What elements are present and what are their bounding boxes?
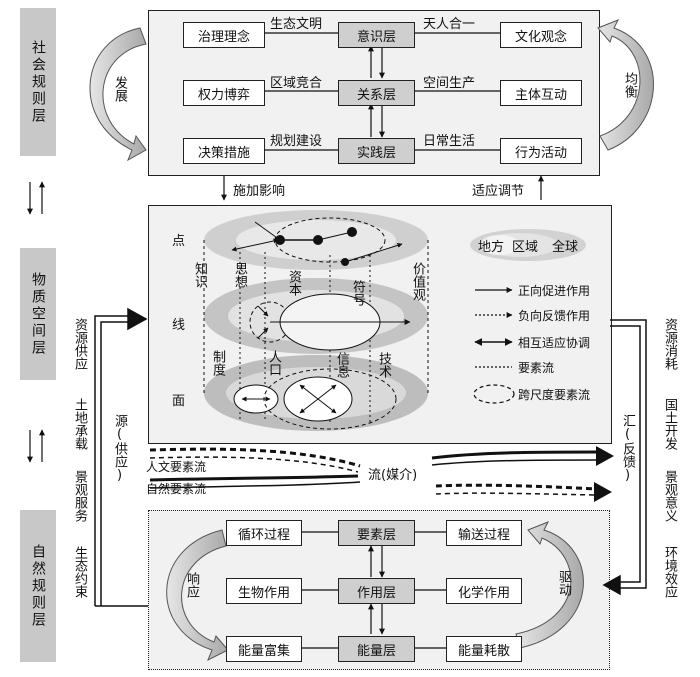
social-rule-layer: 社会规则层 bbox=[20, 8, 56, 156]
flow-information: 信息 bbox=[334, 352, 349, 378]
legend-element-flow: 要素流 bbox=[518, 361, 555, 375]
drive-label: 驱动 bbox=[556, 570, 571, 596]
right-environmental-effect: 环境效应 bbox=[662, 546, 677, 598]
flow-technology: 技术 bbox=[376, 352, 391, 378]
flow-capital: 资本 bbox=[286, 270, 301, 296]
link-harmony: 天人合一 bbox=[423, 17, 476, 32]
develop-arc-arrow bbox=[89, 27, 147, 162]
flow-symbol: 符号 bbox=[350, 280, 365, 306]
side-bidirectional-arrows bbox=[27, 181, 45, 463]
left-eco-constraint: 生态约束 bbox=[72, 546, 87, 598]
left-landscape-service: 景观服务 bbox=[72, 470, 87, 522]
level-line: 线 bbox=[172, 318, 186, 333]
cylinder-graphic bbox=[203, 210, 429, 431]
link-regional-coop: 区域竞合 bbox=[270, 76, 323, 91]
left-resource-supply: 资源供应 bbox=[72, 318, 87, 370]
right-landscape-meaning: 景观意义 bbox=[662, 470, 677, 522]
left-land-capacity: 土地承载 bbox=[72, 398, 87, 450]
flow-values: 价值观 bbox=[410, 262, 425, 301]
box-biological-action: 生物作用 bbox=[226, 578, 302, 604]
natural-rule-layer: 自然规则层 bbox=[20, 510, 56, 662]
box-energy-enrichment: 能量富集 bbox=[226, 636, 302, 662]
natural-flow-label: 自然要素流 bbox=[146, 482, 207, 496]
box-consciousness-layer: 意识层 bbox=[338, 22, 415, 48]
box-practice-layer: 实践层 bbox=[338, 138, 415, 164]
right-resource-consumption: 资源消耗 bbox=[662, 318, 677, 370]
sink-feedback-line bbox=[602, 319, 647, 596]
legend-cross-scale: 跨尺度要素流 bbox=[518, 388, 591, 402]
social-rule-layer-label: 社会规则层 bbox=[30, 39, 46, 125]
box-relation-layer: 关系层 bbox=[338, 80, 415, 106]
scale-legend-graphic bbox=[470, 229, 586, 261]
box-decision-measures: 决策措施 bbox=[183, 138, 265, 164]
legend-mutual: 相互适应协调 bbox=[518, 336, 591, 350]
right-land-development: 国土开发 bbox=[662, 398, 677, 450]
box-cultural-concept: 文化观念 bbox=[500, 22, 582, 48]
box-governance-concept: 治理理念 bbox=[183, 22, 265, 48]
box-transport-process: 输送过程 bbox=[446, 520, 522, 546]
human-flow-label: 人文要素流 bbox=[146, 460, 207, 474]
link-daily-life: 日常生活 bbox=[423, 134, 476, 149]
box-energy-layer: 能量层 bbox=[338, 636, 415, 662]
legend-positive: 正向促进作用 bbox=[518, 284, 591, 298]
link-space-production: 空间生产 bbox=[423, 76, 476, 91]
balance-arc-arrow bbox=[597, 19, 654, 151]
link-planning-construction: 规划建设 bbox=[270, 134, 323, 149]
link-eco-civilization: 生态文明 bbox=[270, 17, 323, 32]
box-energy-dissipation: 能量耗散 bbox=[446, 636, 522, 662]
natural-rule-layer-label: 自然规则层 bbox=[30, 543, 46, 629]
legend-samples bbox=[473, 287, 515, 404]
scale-global: 全球 bbox=[552, 240, 579, 255]
adapt-regulate-label: 适应调节 bbox=[472, 184, 525, 199]
material-space-layer: 物质空间层 bbox=[20, 248, 56, 380]
scale-local: 地方 bbox=[478, 240, 505, 255]
flow-population: 人口 bbox=[266, 350, 281, 376]
drive-arc-arrow bbox=[515, 521, 584, 649]
source-supply-line bbox=[94, 307, 148, 607]
flow-thought: 思想 bbox=[232, 262, 247, 288]
material-space-layer-label: 物质空间层 bbox=[30, 271, 46, 357]
box-chemical-action: 化学作用 bbox=[446, 578, 522, 604]
box-cycle-process: 循环过程 bbox=[226, 520, 302, 546]
box-action-layer: 作用层 bbox=[338, 578, 415, 604]
box-power-game: 权力博弈 bbox=[183, 80, 265, 106]
flow-lines bbox=[149, 446, 614, 502]
box-behavior-activity: 行为活动 bbox=[500, 138, 582, 164]
respond-label: 响应 bbox=[184, 572, 199, 598]
level-point: 点 bbox=[172, 234, 186, 249]
flow-institution: 制度 bbox=[210, 350, 225, 376]
legend-negative: 负向反馈作用 bbox=[518, 309, 591, 323]
source-supply-label: 源(供应) bbox=[112, 414, 127, 483]
flow-media-label: 流(媒介) bbox=[368, 468, 418, 483]
scale-region: 区域 bbox=[512, 240, 539, 255]
box-element-layer: 要素层 bbox=[338, 520, 415, 546]
balance-label: 均衡 bbox=[622, 72, 637, 98]
flow-knowledge: 知识 bbox=[192, 262, 207, 288]
apply-influence-label: 施加影响 bbox=[233, 184, 286, 199]
develop-label: 发展 bbox=[112, 76, 127, 102]
level-surface: 面 bbox=[172, 394, 186, 409]
sink-feedback-label: 汇(反馈) bbox=[620, 414, 635, 483]
box-subject-interaction: 主体互动 bbox=[500, 80, 582, 106]
